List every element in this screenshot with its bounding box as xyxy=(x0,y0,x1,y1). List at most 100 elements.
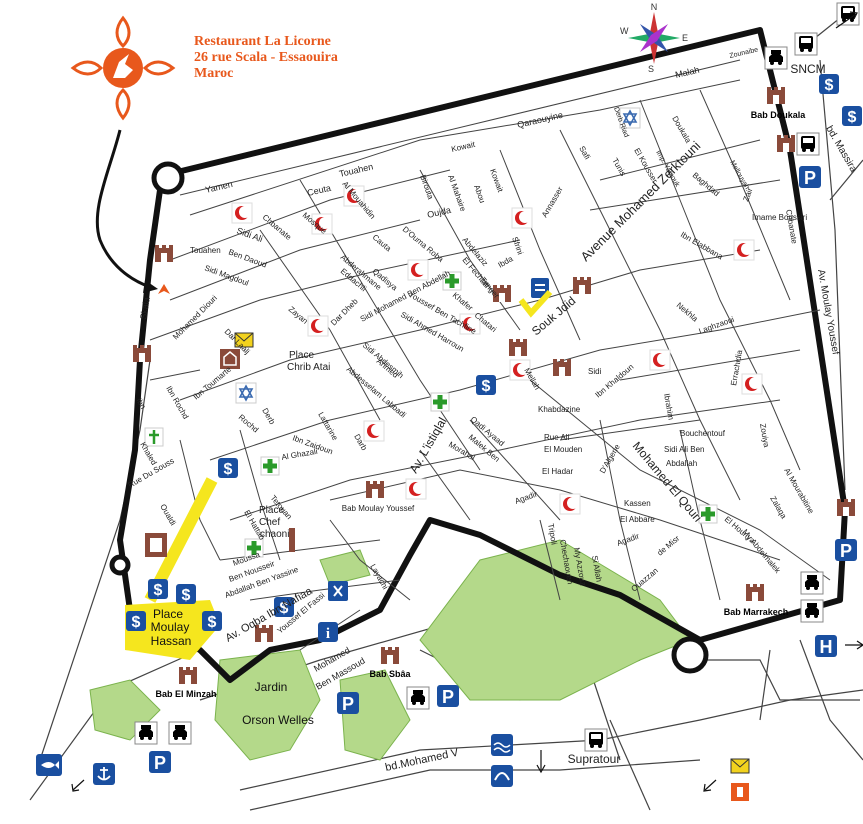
street-label-kowait: Kowait xyxy=(450,140,476,154)
street-label-khabdazine: Khabdazine xyxy=(538,405,581,414)
park-areas xyxy=(89,539,691,761)
restaurant-name: Restaurant La Licorne xyxy=(194,34,331,49)
street-label-ouazzan: Ouazzan xyxy=(630,566,660,593)
street-label-ibn-rochd: Ibn Rochd xyxy=(164,385,190,421)
street-label-nekhla: Nekhla xyxy=(675,301,700,324)
street-label-laghzaoui: Laghzaoui xyxy=(698,315,736,336)
street-label-touahen: Touahen xyxy=(190,246,221,255)
street-label-zayan: Zayan xyxy=(287,305,310,326)
street-label-bd-massira: bd. Massira xyxy=(823,124,859,175)
street-label-qaraouyine: Qaraouyine xyxy=(516,110,564,130)
city-walls xyxy=(117,27,848,683)
street-label-baghdad: Baghdad xyxy=(691,171,721,198)
gate-label: Bab El Minzah xyxy=(155,689,216,699)
street-label-el-mouden: El Mouden xyxy=(544,445,582,454)
label-squares-chef-chaoni-2: chaoni xyxy=(260,529,289,540)
restaurant-country: Maroc xyxy=(194,66,234,81)
gate-label: Bab Moulay Youssef xyxy=(342,504,415,513)
restaurant-address: 26 rue Scala - Essaouira xyxy=(194,50,338,65)
street-label-birouta: Birouta xyxy=(418,174,435,201)
beach-icons[interactable] xyxy=(36,734,513,787)
restaurant-marker[interactable] xyxy=(158,284,170,294)
mail-icons[interactable] xyxy=(234,332,750,801)
street-label-safi: Safi xyxy=(577,145,592,162)
park-jardin-label: Jardin xyxy=(255,680,288,694)
street-label-tanger: Tanger xyxy=(478,276,501,301)
street-label-imame-boussiri: Imame Boussiri xyxy=(752,213,807,222)
street-label-rue-ali: Rue Ali xyxy=(544,433,570,442)
gate-label: Bab Marrakech xyxy=(724,607,789,617)
street-label-el-abbare: El Abbare xyxy=(620,515,655,524)
street-label-ouald: Oualdi xyxy=(158,503,177,528)
compass-n: N xyxy=(651,2,658,12)
svg-text:H: H xyxy=(820,637,833,657)
street-label-agadir2: Agadir xyxy=(616,531,641,547)
route-arrow xyxy=(95,129,158,293)
street-label-youssef-ben-tachfine: Youssef Ben Tachfine xyxy=(407,290,478,336)
street-label-oujda: Oujda xyxy=(426,205,452,220)
label-squares-chrib-atai-0: Place xyxy=(289,350,314,361)
street-label-lattarine: Lattarine xyxy=(316,411,340,443)
street-label-malah: Malah xyxy=(674,65,700,80)
street-label-ibda: Ibda xyxy=(497,254,515,270)
park-large xyxy=(419,539,691,701)
market-checkmark-icon xyxy=(518,289,553,318)
church-icon xyxy=(144,427,164,447)
street-label-dar-dheb: Dar Dheb xyxy=(329,296,360,327)
street-label-touahen-top: Touahen xyxy=(338,161,374,179)
park-small xyxy=(339,669,411,761)
place-moulay-hassan-line2: Moulay xyxy=(151,620,190,634)
street-label-zalaqa: Zalaqa xyxy=(768,495,788,521)
info-icon[interactable]: i xyxy=(318,622,338,642)
street-label-my-abdelmalek: My Abdelmalek xyxy=(740,528,782,576)
hospital-icon[interactable]: H xyxy=(815,635,837,657)
gate-label: Bab Sbâa xyxy=(369,669,411,679)
gate-bab-marrakech[interactable]: Bab Marrakech xyxy=(724,584,789,617)
gate-bab-doukala[interactable]: Bab Doukala xyxy=(751,87,807,120)
street-label-cauta: Cauta xyxy=(371,233,394,254)
place-moulay-hassan-line1: Place xyxy=(153,607,183,621)
street-label-tripoli: Tripoli xyxy=(546,523,559,546)
street-label-bouchentouf: Bouchentouf xyxy=(680,429,726,438)
label-squares-chrib-atai-1: Chrib Atai xyxy=(287,362,330,373)
compass-rose: N E S W xyxy=(620,2,688,74)
street-label-tunis: Tunis xyxy=(610,157,627,178)
gate-bab-sbaa[interactable]: Bab Sbâa xyxy=(369,647,412,679)
street-label-souk-jdid: Souk Jdid xyxy=(529,294,578,339)
label-squares-chef-chaoni-1: Chef xyxy=(259,517,280,528)
gate-bab-el-minzah[interactable]: Bab El Minzah xyxy=(155,667,217,699)
direction-arrows xyxy=(71,11,863,792)
street-label-yamen: Yamen xyxy=(204,179,233,195)
park-jardin xyxy=(214,649,321,761)
street-label-de-misr: de Misr xyxy=(656,534,682,558)
street-label-zouiya: Zouiya xyxy=(758,423,771,449)
supratour-label: Supratour xyxy=(568,752,621,766)
compass-e: E xyxy=(682,33,688,43)
street-label-kowait2: Kowait xyxy=(488,168,505,194)
street-label-ibn-elabbana: Ibn Elabbana xyxy=(679,230,725,262)
street-label-av-listiqlal: Av. L'istiqlal xyxy=(406,415,449,476)
street-label-kassen: Kassen xyxy=(624,499,651,508)
square-labels: Place Moulay Hassan Place Chrib Atai Pla… xyxy=(151,62,826,766)
street-label-sidi-ali: Sidi Ali xyxy=(235,225,264,244)
gate-bab-moulay-youssef[interactable]: Bab Moulay Youssef xyxy=(342,481,415,513)
unicorn-logo-icon xyxy=(70,15,176,121)
street-label-khafer: Khafer xyxy=(451,291,475,313)
compass-w: W xyxy=(620,26,629,36)
gate-label: Bab Doukala xyxy=(751,110,807,120)
street-label-sidi-ali2: Sidi Ali Ben xyxy=(664,445,704,454)
street-label-d-ouma-roba: D'Ouma Roba xyxy=(401,225,446,265)
wall-towers xyxy=(109,161,709,674)
label-squares-chef-chaoni-0: Place xyxy=(259,505,284,516)
svg-text:i: i xyxy=(326,626,330,642)
street-label-agadir: Agadir xyxy=(514,489,539,505)
street-label-abou: Abou xyxy=(472,184,487,205)
street-label-zounaibe: Zounaibe xyxy=(729,47,759,60)
street-label-sfrini: Sfrini xyxy=(510,236,525,256)
street-label-skala: Skala xyxy=(138,296,152,320)
street-label-al-ghazzali: Al Ghazali xyxy=(281,447,319,462)
police-icon[interactable] xyxy=(531,278,549,298)
street-label-layachi: Layachi xyxy=(368,563,390,592)
restaurant-header: Restaurant La Licorne 26 rue Scala - Ess… xyxy=(194,34,338,82)
